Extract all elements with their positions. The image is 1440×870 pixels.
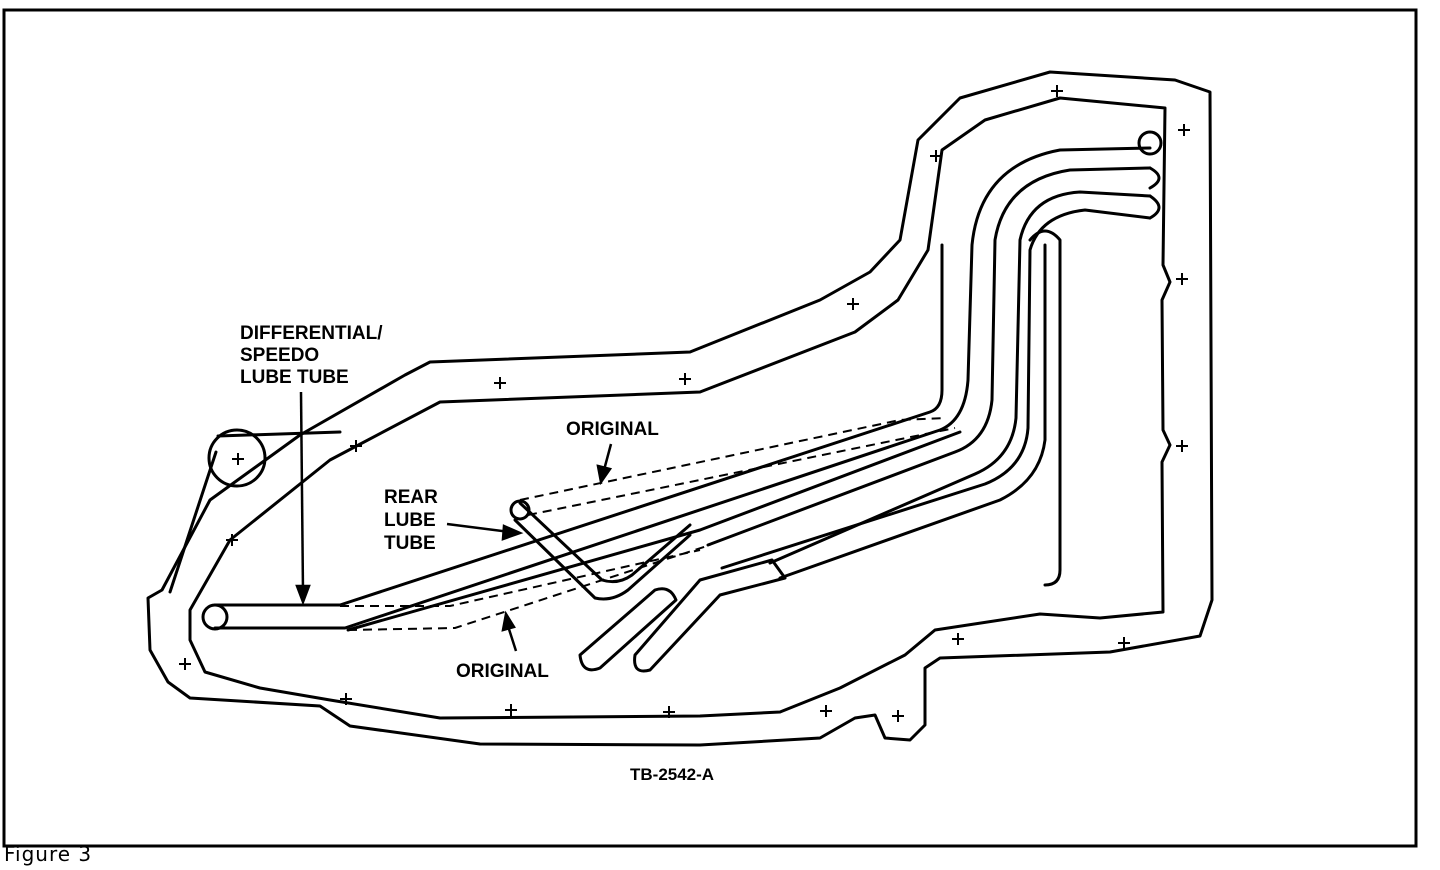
- bolt-hole-icon: [663, 706, 675, 718]
- bolt-hole-icon: [505, 704, 517, 716]
- original-routing-lower: [340, 544, 711, 631]
- original-upper-leader: [602, 443, 613, 471]
- drawing-code: TB-2542-A: [630, 765, 714, 784]
- bolt-hole-icon: [340, 693, 352, 705]
- bolt-hole-icon: [847, 298, 859, 310]
- figure-border: [2, 8, 1418, 848]
- diff-tube-label-line1: DIFFERENTIAL/: [240, 323, 383, 344]
- filter-tab: [168, 430, 342, 594]
- bolt-hole-icon: [1176, 273, 1188, 285]
- bolt-hole-icon: [820, 705, 832, 717]
- original-upper-label: ORIGINAL: [566, 419, 659, 440]
- bolt-hole-icon: [1178, 124, 1190, 136]
- bolt-hole-icon: [494, 377, 506, 389]
- bolt-hole-icon: [892, 710, 904, 722]
- lower-tube-2: [633, 558, 787, 673]
- arrowhead-icon: [501, 610, 516, 632]
- arrowhead-icon: [596, 464, 613, 486]
- diff-tube-label-line3: LUBE TUBE: [240, 367, 349, 388]
- bolt-hole-icon: [1051, 85, 1063, 97]
- bolt-hole-icon: [226, 534, 238, 546]
- diff-tube-end-right: [1137, 130, 1163, 156]
- upper-tube-2b: [778, 243, 1047, 580]
- original-routing-upper-2: [527, 427, 956, 516]
- diff-tube-label: DIFFERENTIAL/ SPEEDO LUBE TUBE: [240, 323, 388, 388]
- bolt-hole-icon: [179, 658, 191, 670]
- bolt-hole-icon: [679, 373, 691, 385]
- lower-tube-1: [578, 587, 678, 672]
- diff-lube-tube-inner: [213, 146, 1152, 630]
- arrowhead-icon: [295, 584, 311, 606]
- bolt-hole-icon: [350, 440, 362, 452]
- original-lower-label: ORIGINAL: [456, 661, 549, 682]
- rear-tube-leader: [446, 522, 511, 534]
- diff-lube-tube: [213, 243, 944, 607]
- filter-tab-boss: [207, 428, 267, 488]
- upper-tube-2: [720, 208, 1152, 570]
- diff-tube-end-left: [201, 603, 229, 631]
- rear-tube-long: [346, 430, 962, 632]
- diff-tube-label-line2: SPEEDO: [240, 345, 319, 366]
- pan-inner-outline: [188, 96, 1172, 720]
- diff-tube-leader: [299, 391, 305, 593]
- figure-caption: Figure 3: [4, 842, 93, 866]
- tube-end-vertical: [1028, 229, 1062, 587]
- rear-tube-end: [509, 499, 531, 521]
- bolt-hole-icon: [1176, 440, 1188, 452]
- rear-tube-label-line3: TUBE: [384, 533, 436, 554]
- upper-tube-1b: [768, 190, 1152, 565]
- pan-outer-outline: [146, 70, 1214, 747]
- original-lower-leader: [506, 625, 518, 652]
- upper-tube-1: [706, 166, 1152, 547]
- bolt-hole-icon: [1118, 637, 1130, 649]
- rear-tube-label-line1: REAR: [384, 487, 438, 508]
- rear-tube-label: REAR LUBE TUBE: [384, 487, 443, 554]
- bolt-hole-icon: [232, 453, 244, 465]
- bolt-hole-group: [179, 85, 1190, 722]
- bolt-hole-icon: [930, 150, 942, 162]
- arrowhead-icon: [501, 524, 524, 541]
- tube-cap-upper: [1148, 166, 1161, 220]
- rear-tube-label-line2: LUBE: [384, 510, 436, 531]
- bolt-hole-icon: [952, 633, 964, 645]
